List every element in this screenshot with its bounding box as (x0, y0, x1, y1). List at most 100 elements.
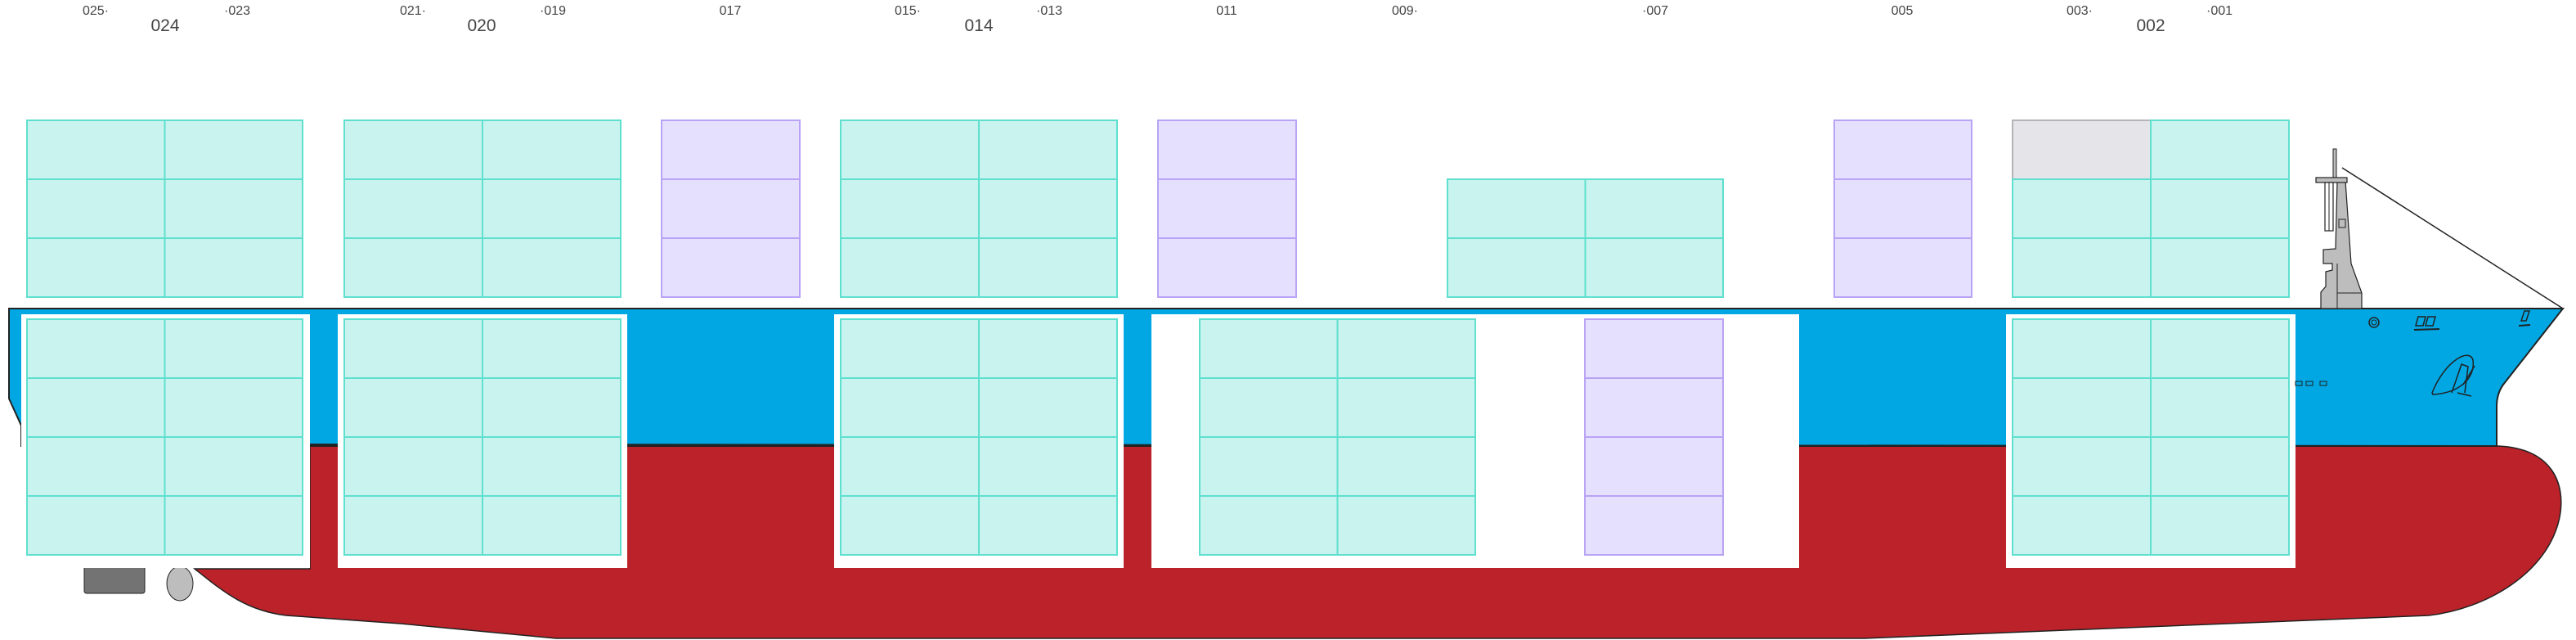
container-slot-teal[interactable] (1336, 318, 1476, 379)
container-slot-purple[interactable] (661, 119, 801, 180)
container-slot-teal[interactable] (2150, 119, 2290, 180)
container-slot-teal[interactable] (343, 119, 483, 180)
container-slot-purple[interactable] (1833, 119, 1972, 180)
container-slot-teal[interactable] (26, 178, 166, 239)
forecastle-mast (2315, 148, 2564, 309)
container-slot-purple[interactable] (661, 178, 801, 239)
container-slot-teal[interactable] (2150, 318, 2290, 379)
container-slot-teal[interactable] (2012, 237, 2152, 298)
container-slot-teal[interactable] (1447, 237, 1586, 298)
container-slot-teal[interactable] (2150, 436, 2290, 497)
container-slot-teal[interactable] (26, 119, 166, 180)
container-slot-teal[interactable] (978, 495, 1118, 556)
container-slot-purple[interactable] (1157, 178, 1297, 239)
container-slot-purple[interactable] (1833, 237, 1972, 298)
container-slot-teal[interactable] (2150, 495, 2290, 556)
container-slot-teal[interactable] (978, 178, 1118, 239)
container-slot-teal[interactable] (2012, 178, 2152, 239)
container-slot-teal[interactable] (26, 495, 166, 556)
container-slot-teal[interactable] (1336, 377, 1476, 438)
container-slot-teal[interactable] (1584, 237, 1724, 298)
container-slot-teal[interactable] (978, 119, 1118, 180)
container-slot-teal[interactable] (482, 495, 622, 556)
hold-bay-020 (343, 318, 622, 556)
bay-label-odd: ·023 (224, 4, 250, 18)
container-slot-teal[interactable] (164, 436, 303, 497)
container-slot-teal[interactable] (482, 178, 622, 239)
bay-label-even: 014 (964, 16, 993, 35)
container-slot-teal[interactable] (1199, 377, 1339, 438)
container-slot-teal[interactable] (164, 119, 303, 180)
container-slot-teal[interactable] (840, 318, 980, 379)
container-slot-teal[interactable] (482, 377, 622, 438)
forestay-line (2341, 167, 2564, 309)
container-slot-teal[interactable] (840, 436, 980, 497)
bay-label-even: 002 (2136, 16, 2165, 35)
container-slot-teal[interactable] (164, 495, 303, 556)
container-slot-teal[interactable] (343, 178, 483, 239)
bay-label-odd: 021· (400, 4, 426, 18)
bow-windows (2415, 316, 2436, 327)
container-slot-teal[interactable] (1199, 436, 1339, 497)
deck-bay-014 (840, 119, 1118, 298)
container-slot-teal[interactable] (1336, 495, 1476, 556)
container-slot-teal[interactable] (2150, 377, 2290, 438)
container-slot-teal[interactable] (1447, 178, 1586, 239)
container-slot-teal[interactable] (343, 495, 483, 556)
container-slot-purple[interactable] (1157, 237, 1297, 298)
hold-bay-010 (1199, 318, 1476, 556)
bay-label-even: 020 (467, 16, 496, 35)
bay-label-odd: ·019 (540, 4, 566, 18)
container-slot-teal[interactable] (343, 237, 483, 298)
rudder (83, 564, 146, 594)
container-slot-teal[interactable] (343, 436, 483, 497)
container-slot-teal[interactable] (840, 119, 980, 180)
container-slot-teal[interactable] (343, 377, 483, 438)
mast-platform (2315, 177, 2348, 183)
container-slot-teal[interactable] (164, 318, 303, 379)
container-slot-purple[interactable] (661, 237, 801, 298)
container-slot-teal[interactable] (26, 237, 166, 298)
container-slot-teal[interactable] (978, 436, 1118, 497)
container-slot-teal[interactable] (343, 318, 483, 379)
container-slot-purple[interactable] (1584, 318, 1724, 379)
container-slot-teal[interactable] (978, 377, 1118, 438)
container-slot-teal[interactable] (1584, 178, 1724, 239)
container-slot-teal[interactable] (482, 237, 622, 298)
deck-bay-005 (1833, 119, 1972, 298)
container-slot-teal[interactable] (26, 377, 166, 438)
bay-label-odd: 009· (1392, 4, 1418, 18)
container-slot-teal[interactable] (2012, 495, 2152, 556)
container-slot-purple[interactable] (1157, 119, 1297, 180)
container-slot-teal[interactable] (482, 436, 622, 497)
bay-label-odd: 005 (1892, 4, 1914, 18)
container-slot-teal[interactable] (2012, 377, 2152, 438)
container-slot-teal[interactable] (840, 178, 980, 239)
container-slot-teal[interactable] (840, 237, 980, 298)
container-slot-teal[interactable] (2150, 237, 2290, 298)
container-slot-teal[interactable] (1199, 495, 1339, 556)
container-slot-teal[interactable] (840, 377, 980, 438)
container-slot-teal[interactable] (2150, 178, 2290, 239)
container-slot-teal[interactable] (840, 495, 980, 556)
container-slot-teal[interactable] (482, 119, 622, 180)
container-slot-teal[interactable] (1199, 318, 1339, 379)
bay-label-odd: ·013 (1036, 4, 1062, 18)
container-slot-teal[interactable] (978, 237, 1118, 298)
container-slot-teal[interactable] (26, 436, 166, 497)
container-slot-purple[interactable] (1584, 377, 1724, 438)
container-slot-teal[interactable] (26, 318, 166, 379)
container-slot-teal[interactable] (164, 237, 303, 298)
container-slot-purple[interactable] (1833, 178, 1972, 239)
container-slot-teal[interactable] (978, 318, 1118, 379)
container-slot-teal[interactable] (482, 318, 622, 379)
container-slot-grey[interactable] (2012, 119, 2152, 180)
container-slot-teal[interactable] (164, 178, 303, 239)
container-slot-purple[interactable] (1584, 436, 1724, 497)
container-slot-teal[interactable] (164, 377, 303, 438)
container-slot-teal[interactable] (1336, 436, 1476, 497)
container-slot-purple[interactable] (1584, 495, 1724, 556)
container-slot-teal[interactable] (2012, 318, 2152, 379)
container-slot-teal[interactable] (2012, 436, 2152, 497)
